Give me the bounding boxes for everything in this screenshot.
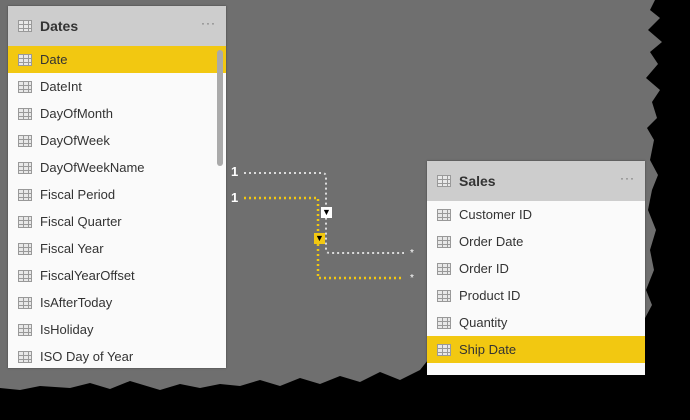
table-icon bbox=[437, 175, 451, 187]
column-icon bbox=[18, 80, 32, 93]
one-cardinality-active: 1 bbox=[231, 190, 239, 205]
one-cardinality-inactive: 1 bbox=[231, 164, 239, 179]
more-options-button[interactable]: ··· bbox=[620, 171, 635, 185]
filter-direction-icon[interactable]: ▼ bbox=[321, 207, 332, 218]
field-row[interactable]: Order ID bbox=[427, 255, 645, 282]
field-label: DayOfWeekName bbox=[40, 160, 145, 175]
field-row[interactable]: IsHoliday bbox=[8, 316, 226, 343]
column-icon bbox=[18, 323, 32, 336]
field-row[interactable]: Fiscal Period bbox=[8, 181, 226, 208]
field-label: Date bbox=[40, 52, 68, 67]
field-label: DayOfMonth bbox=[40, 106, 113, 121]
many-cardinality-active: * bbox=[410, 273, 414, 284]
field-label: Fiscal Year bbox=[40, 241, 104, 256]
field-row[interactable]: DayOfMonth bbox=[8, 100, 226, 127]
column-icon bbox=[437, 343, 451, 356]
column-icon bbox=[437, 316, 451, 329]
field-label: Customer ID bbox=[459, 207, 532, 222]
field-row[interactable]: Order Date bbox=[427, 228, 645, 255]
field-label: ISO Day of Year bbox=[40, 349, 134, 364]
field-label: DateInt bbox=[40, 79, 82, 94]
column-icon bbox=[18, 188, 32, 201]
field-label: FiscalYearOffset bbox=[40, 268, 135, 283]
field-label: IsAfterToday bbox=[40, 295, 113, 310]
field-label: Order Date bbox=[459, 234, 524, 249]
column-icon bbox=[437, 235, 451, 248]
table-icon bbox=[18, 20, 32, 32]
field-row[interactable]: Customer ID bbox=[427, 201, 645, 228]
field-row[interactable]: Quantity bbox=[427, 309, 645, 336]
field-row[interactable]: IsAfterToday bbox=[8, 289, 226, 316]
column-icon bbox=[18, 107, 32, 120]
column-icon bbox=[437, 262, 451, 275]
column-icon bbox=[18, 215, 32, 228]
filter-direction-icon-active[interactable]: ▼ bbox=[314, 233, 325, 244]
field-row[interactable]: Fiscal Quarter bbox=[8, 208, 226, 235]
field-row[interactable]: Ship Date bbox=[427, 336, 645, 363]
dates-table-header[interactable]: Dates ··· bbox=[8, 6, 226, 46]
field-label: Quantity bbox=[459, 315, 508, 330]
field-label: DayOfWeek bbox=[40, 133, 110, 148]
field-row[interactable]: DayOfWeek bbox=[8, 127, 226, 154]
column-icon bbox=[437, 289, 451, 302]
column-icon bbox=[18, 161, 32, 174]
field-label: Fiscal Period bbox=[40, 187, 116, 202]
field-label: Product ID bbox=[459, 288, 521, 303]
column-icon bbox=[18, 242, 32, 255]
field-label: Fiscal Quarter bbox=[40, 214, 122, 229]
field-row[interactable]: DateInt bbox=[8, 73, 226, 100]
sales-table-title: Sales bbox=[459, 173, 496, 189]
column-icon bbox=[18, 53, 32, 66]
field-label: IsHoliday bbox=[40, 322, 94, 337]
column-icon bbox=[18, 296, 32, 309]
field-row[interactable]: DayOfWeekName bbox=[8, 154, 226, 181]
dates-table-title: Dates bbox=[40, 18, 79, 34]
field-label: Ship Date bbox=[459, 342, 517, 357]
column-icon bbox=[18, 350, 32, 363]
many-cardinality-inactive: * bbox=[410, 248, 414, 259]
field-row[interactable]: Date bbox=[8, 46, 226, 73]
more-options-button[interactable]: ··· bbox=[201, 16, 216, 30]
column-icon bbox=[437, 208, 451, 221]
field-row[interactable]: Fiscal Year bbox=[8, 235, 226, 262]
column-icon bbox=[18, 134, 32, 147]
field-row[interactable]: FiscalYearOffset bbox=[8, 262, 226, 289]
field-label: Order ID bbox=[459, 261, 509, 276]
field-row[interactable]: Product ID bbox=[427, 282, 645, 309]
scrollbar[interactable] bbox=[217, 50, 223, 166]
field-row[interactable]: ISO Day of Year bbox=[8, 343, 226, 370]
column-icon bbox=[18, 269, 32, 282]
sales-table-header[interactable]: Sales ··· bbox=[427, 161, 645, 201]
